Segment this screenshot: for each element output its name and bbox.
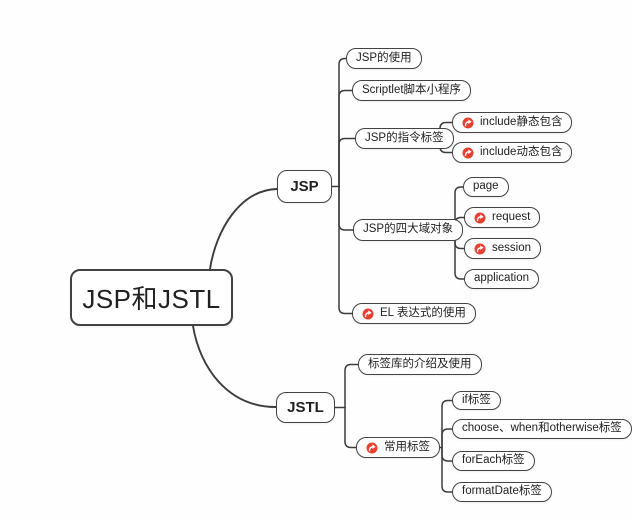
node-label: 常用标签 — [384, 440, 430, 453]
node-label: JSP的使用 — [356, 51, 412, 64]
mindmap-node-common-tags[interactable]: 常用标签 — [356, 437, 440, 458]
node-label: if标签 — [462, 393, 491, 406]
mindmap-node-formatdate-tag[interactable]: formatDate标签 — [452, 482, 552, 502]
mindmap-node-include-dynamic[interactable]: include动态包含 — [452, 142, 573, 163]
mindmap-node-directive[interactable]: JSP的指令标签 — [355, 128, 454, 149]
node-label: JSP — [290, 178, 319, 195]
mindmap-node-choose-tag[interactable]: choose、when和otherwise标签 — [452, 419, 632, 439]
mindmap-node-include-static[interactable]: include静态包含 — [452, 112, 573, 133]
node-label: session — [492, 241, 531, 254]
node-label: JSTL — [287, 399, 324, 416]
node-label: EL 表达式的使用 — [380, 306, 466, 319]
mindmap-node-if-tag[interactable]: if标签 — [452, 391, 501, 410]
red-circle-arrow-icon — [474, 243, 486, 255]
mindmap-node-jstl[interactable]: JSTL — [276, 392, 335, 423]
mindmap-node-scopes[interactable]: JSP的四大域对象 — [353, 219, 464, 241]
node-label: forEach标签 — [462, 454, 525, 467]
mindmap-node-jsp-usage[interactable]: JSP的使用 — [346, 48, 422, 69]
mindmap-node-session[interactable]: session — [464, 238, 541, 259]
node-label: page — [473, 180, 499, 193]
node-label: JSP的四大域对象 — [363, 223, 454, 236]
mindmap-node-root[interactable]: JSP和JSTL — [70, 269, 233, 326]
node-label: Scriptlet脚本小程序 — [362, 83, 462, 96]
node-label: formatDate标签 — [462, 485, 542, 498]
mindmap-node-application[interactable]: application — [464, 269, 539, 289]
node-label: choose、when和otherwise标签 — [462, 422, 622, 435]
node-label: JSP和JSTL — [82, 284, 221, 314]
mindmap-node-taglib-intro[interactable]: 标签库的介绍及使用 — [358, 354, 482, 375]
red-circle-arrow-icon — [366, 442, 378, 454]
red-circle-arrow-icon — [462, 147, 474, 159]
red-circle-arrow-icon — [462, 117, 474, 129]
mindmap-node-scriptlet[interactable]: Scriptlet脚本小程序 — [352, 80, 472, 101]
mindmap-node-page[interactable]: page — [463, 177, 509, 197]
mindmap-node-foreach-tag[interactable]: forEach标签 — [452, 451, 535, 471]
node-label: request — [492, 210, 531, 223]
mindmap-node-request[interactable]: request — [464, 207, 541, 228]
node-label: include静态包含 — [480, 115, 563, 128]
node-label: JSP的指令标签 — [365, 131, 444, 144]
node-label: include动态包含 — [480, 145, 563, 158]
red-circle-arrow-icon — [474, 212, 486, 224]
mindmap-node-jsp[interactable]: JSP — [277, 170, 332, 203]
node-label: application — [474, 272, 529, 285]
node-label: 标签库的介绍及使用 — [368, 357, 472, 370]
mindmap-node-el[interactable]: EL 表达式的使用 — [352, 303, 476, 324]
red-circle-arrow-icon — [362, 308, 374, 320]
